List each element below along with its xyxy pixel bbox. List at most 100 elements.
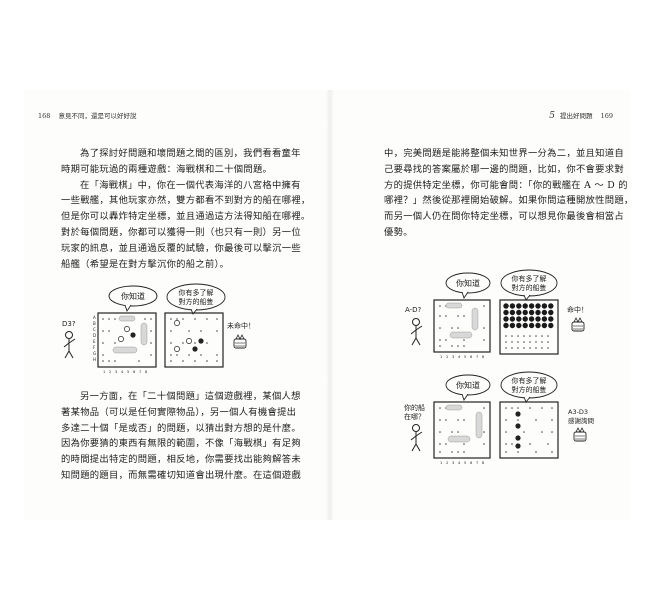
col-label: 1 xyxy=(440,355,442,359)
right-page-number: 169 xyxy=(600,112,613,120)
svg-text:H: H xyxy=(93,357,96,362)
left-paragraph-2: 另一方面，在「二十個問題」這個遊戲裡，某個人想 著某物品（可以是任何實際物品），… xyxy=(61,389,301,484)
col-label: 6 xyxy=(470,461,473,465)
col-label: 4 xyxy=(458,355,461,359)
stick-figure-asker: D3? xyxy=(62,320,76,359)
bubble-need-line1: 你有多了解 xyxy=(179,288,214,297)
hit-marker xyxy=(535,316,541,322)
text-line: 多達二十個「是或否」的問題，以猜出對方想的是什麼。 xyxy=(61,422,301,434)
thought-bubble-known: 你知道 xyxy=(108,285,158,313)
hit-marker xyxy=(535,322,541,329)
text-line: 為了探討好問題和壞問題之間的區別，我們看看童年 xyxy=(80,148,301,159)
text-line: 船艦（希望是在對方擊沉你的船之前）。 xyxy=(61,258,230,270)
asker-question-text: D3? xyxy=(62,320,76,328)
bubble-need-line2: 對方的船隻 xyxy=(512,385,547,394)
col-label: 3 xyxy=(452,355,454,359)
svg-text:C: C xyxy=(93,327,96,332)
text-line: 另一方面，在「二十個問題」這個遊戲裡，某個人想 xyxy=(80,391,301,402)
svg-text:G: G xyxy=(93,351,96,356)
hit-marker xyxy=(503,303,509,309)
col-label: 3 xyxy=(452,461,454,465)
hit-marker xyxy=(516,316,522,322)
hit-marker xyxy=(528,303,535,309)
bubble-known-text: 你知道 xyxy=(121,291,145,301)
response-text: 命中！ xyxy=(567,305,588,314)
col-label: 2 xyxy=(109,370,111,374)
hit-marker xyxy=(503,309,509,316)
col-label: 5 xyxy=(464,461,466,465)
response-line2: 感謝詢問 xyxy=(568,416,594,425)
col-label: 1 xyxy=(440,461,442,465)
text-line: 中，完美問題是能將整個未知世界一分為二，並且知道自 xyxy=(384,148,624,159)
text-line: 己要尋找的答案屬於哪一邊的問題，比如，你不會要求對 xyxy=(384,163,624,175)
bubble-known-text: 你知道 xyxy=(456,380,480,390)
col-label: 4 xyxy=(121,370,124,374)
left-paragraph-1: 為了探討好問題和壞問題之間的區別，我們看看童年 時期可能玩過的兩種遊戲：海戰棋和… xyxy=(61,146,311,272)
text-line: 對於每個問題，你都可以獲得一則（也只有一則）另一位 xyxy=(61,226,301,238)
book-gutter xyxy=(326,90,334,520)
svg-text:B: B xyxy=(93,321,96,326)
thought-bubble-known: 你知道 xyxy=(445,374,491,402)
svg-text:E: E xyxy=(93,339,96,344)
col-label: 8 xyxy=(482,461,485,465)
text-line: 時期可能玩過的兩種遊戲：海戰棋和二十個問題。 xyxy=(61,163,273,175)
hit-marker xyxy=(548,322,554,329)
hit-marker xyxy=(535,303,541,309)
thought-bubble-known: 你知道 xyxy=(445,272,491,300)
right-running-title: 提出好問題 xyxy=(560,112,593,120)
text-line: 但是你可以轟炸特定坐標，並且通過這方法得知船在哪裡。 xyxy=(61,211,311,223)
hit-marker xyxy=(522,303,528,309)
col-label: 3 xyxy=(115,370,117,374)
stick-figure-asker: A-D? xyxy=(405,306,423,346)
own-ships-grid: 1 2 3 4 5 6 7 8 xyxy=(433,299,491,359)
chapter-number: 5 xyxy=(549,111,555,121)
text-line: 在「海戰棋」中，你在一個代表海洋的八宮格中擁有 xyxy=(80,179,301,191)
col-label: 5 xyxy=(464,355,466,359)
hit-marker xyxy=(528,322,535,329)
thought-bubble-need: 你有多了解 對方的船隻 xyxy=(500,269,558,301)
hit-marker xyxy=(541,303,548,309)
asker-question-text: A-D? xyxy=(405,306,422,314)
own-ships-grid: 1 2 3 4 5 6 7 8 xyxy=(433,401,491,465)
right-page xyxy=(330,90,630,520)
left-page xyxy=(24,90,329,520)
hit-marker xyxy=(503,322,509,329)
text-line: 的時間提出特定的問題，相反地，你需要找出能夠解答未 xyxy=(61,454,301,466)
battleship-illustration-right-2: 你知道 你有多了解 對方的船隻 你的船 在哪？ 1 2 3 4 xyxy=(404,371,594,465)
hit-marker xyxy=(509,309,516,316)
col-label: 6 xyxy=(133,370,136,374)
response-figure: 未命中！ xyxy=(227,321,255,349)
hit-marker xyxy=(548,303,554,309)
col-label: 7 xyxy=(476,355,478,359)
hit-marker xyxy=(548,316,554,322)
hit-marker xyxy=(528,316,535,322)
col-label: 1 xyxy=(103,370,105,374)
text-line: 因為你要猜的東西有無限的範圍，不像「海戰棋」有足夠 xyxy=(61,438,301,450)
hit-marker xyxy=(541,309,548,316)
right-page-header: 5 提出好問題 169 xyxy=(549,110,613,121)
text-line: 哪裡？」然後從那裡開始破解。如果你問這種開放性問題， xyxy=(384,195,634,207)
hit-marker xyxy=(535,309,541,316)
response-line1: A3-D3 xyxy=(568,408,588,416)
hit-marker xyxy=(509,316,516,322)
battleship-illustration-right-1: 你知道 你有多了解 對方的船隻 A-D? 1 2 3 4 5 xyxy=(405,269,588,359)
text-line: 知問題的題目，而無需確切知道會出現什麼。在這個遊戲 xyxy=(61,469,301,481)
col-label: 7 xyxy=(139,370,141,374)
opponent-grid xyxy=(164,312,224,368)
text-line: 玩家的訊息，並且通過反覆的試驗，你最後可以擊沉一些 xyxy=(61,242,301,254)
hit-marker xyxy=(548,309,554,316)
col-label: 7 xyxy=(476,461,478,465)
stick-figure-asker: 你的船 在哪？ xyxy=(404,403,425,452)
col-label: 2 xyxy=(446,461,448,465)
svg-text:A: A xyxy=(93,315,96,320)
response-figure: 命中！ xyxy=(567,305,588,332)
text-line: 而另一個人仍在問你特定坐標，可以想見你最後會相當占 xyxy=(384,211,624,223)
text-line: 著某物品（可以是任何實際物品），另一個人有機會提出 xyxy=(61,406,297,418)
right-paragraph-1: 中，完美問題是能將整個未知世界一分為二，並且知道自 己要尋找的答案屬於哪一邊的問… xyxy=(384,146,634,241)
hit-marker xyxy=(522,316,528,322)
asker-question-line2: 在哪？ xyxy=(404,412,425,421)
response-figure: A3-D3 感謝詢問 xyxy=(568,408,594,442)
hit-markers xyxy=(503,303,554,329)
